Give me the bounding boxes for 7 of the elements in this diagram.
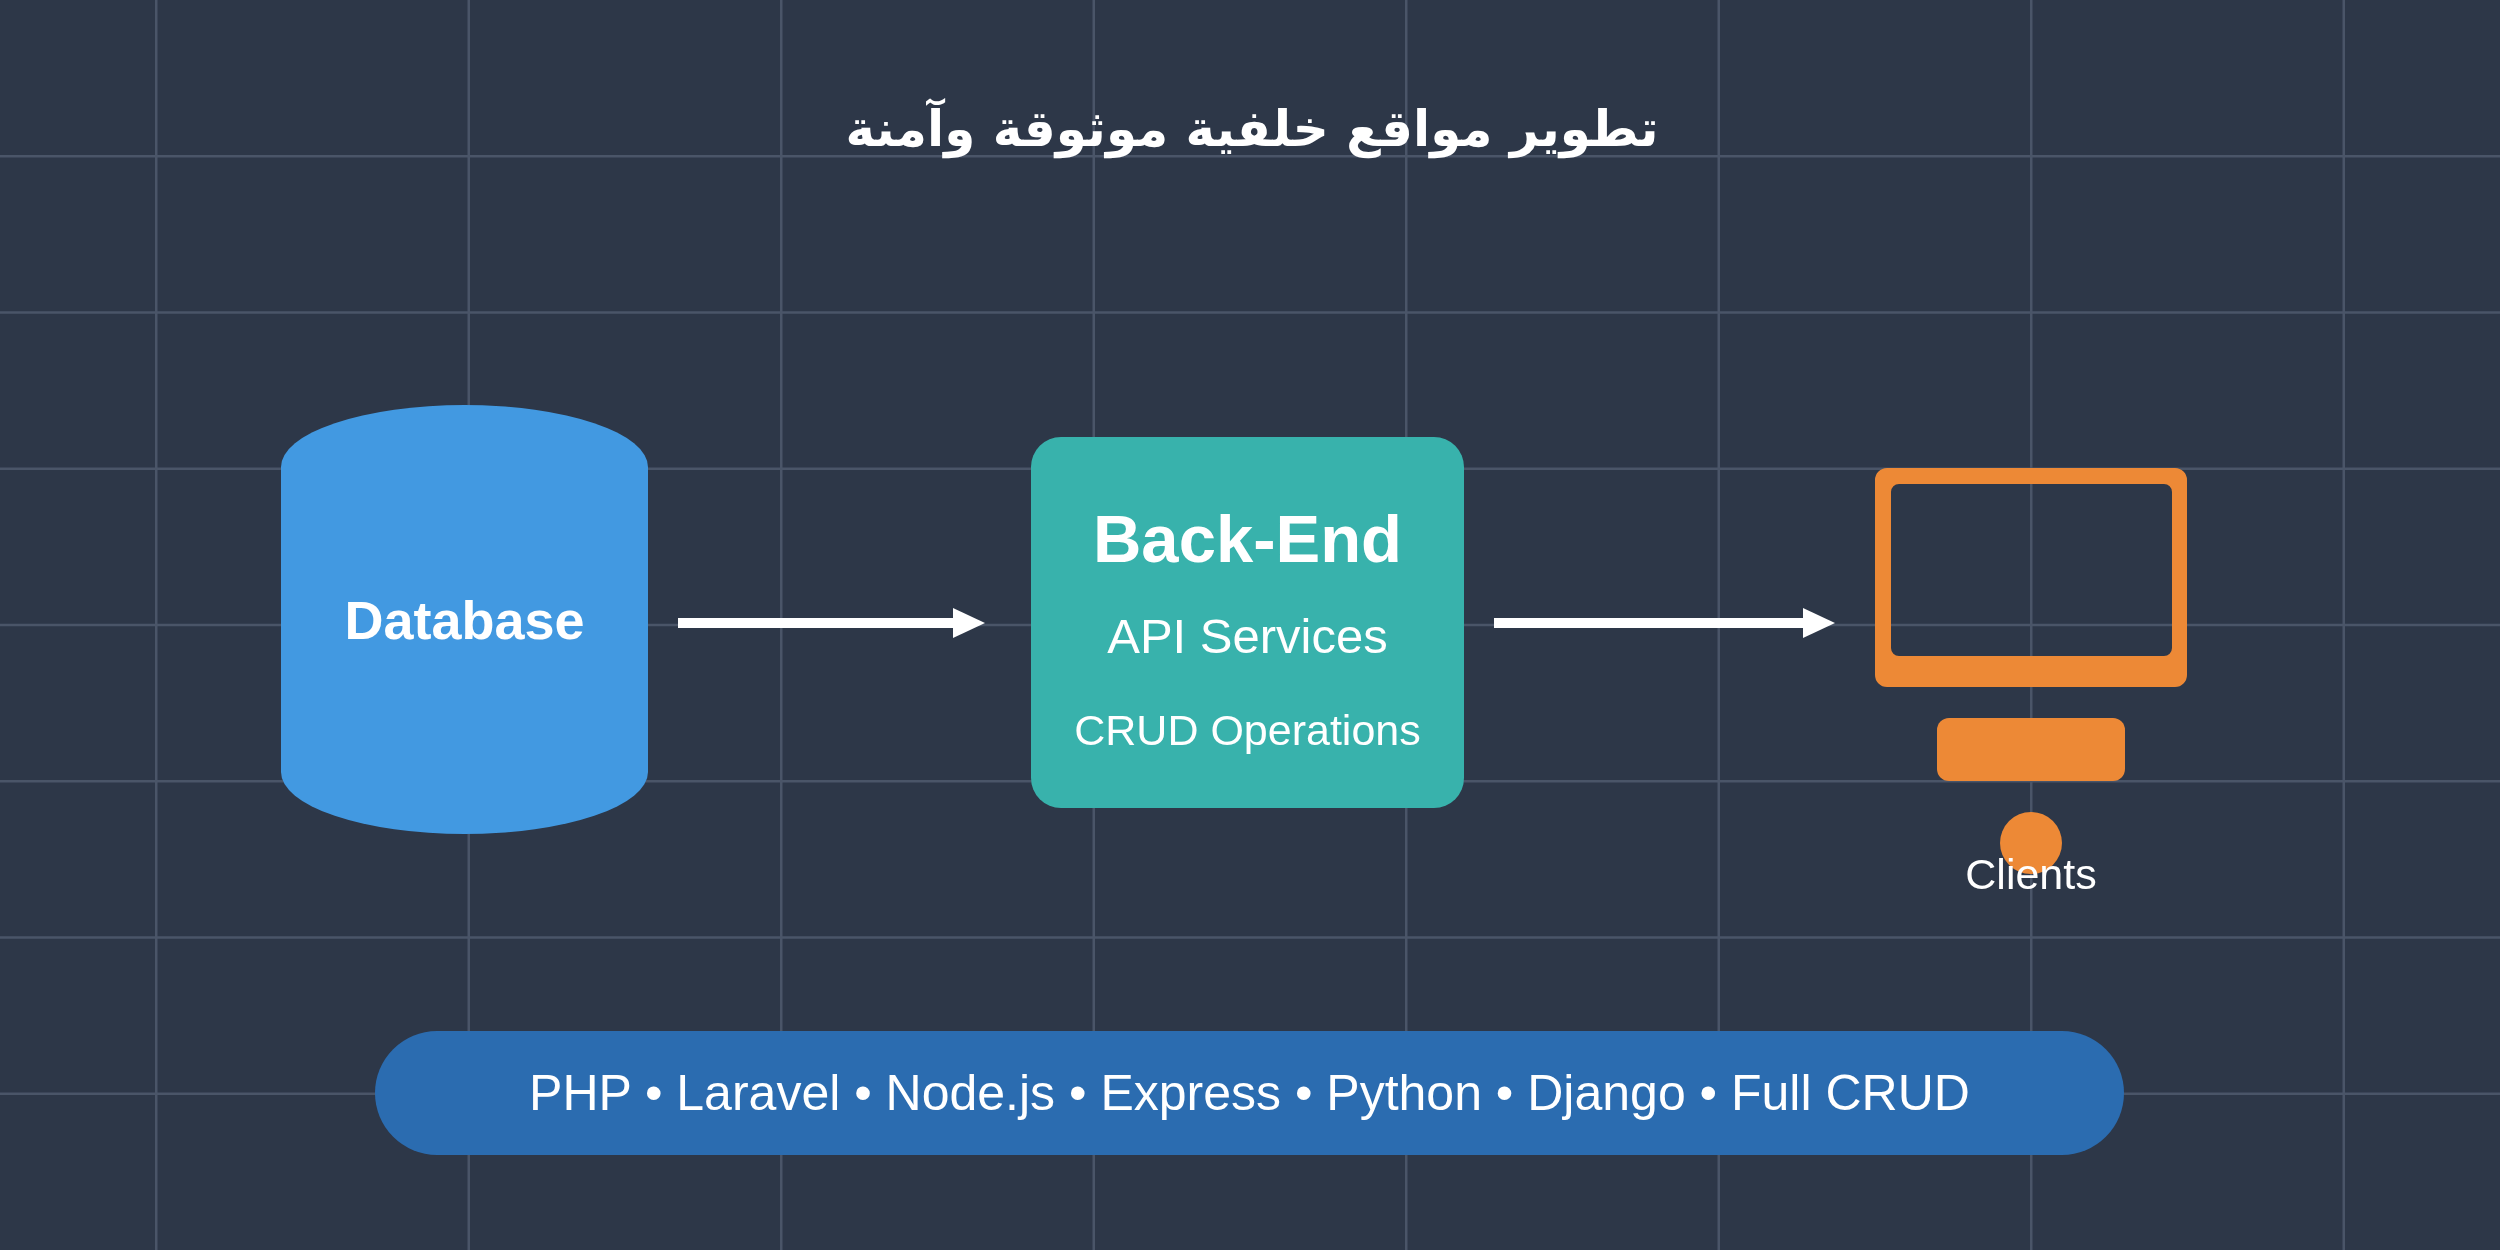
arrow <box>1494 608 1835 638</box>
database-cylinder: Database <box>281 405 648 834</box>
title: تطوير مواقع خلفية موثوقة وآمنة <box>845 97 1659 161</box>
arrow <box>678 608 985 638</box>
tech-stack-banner: PHP • Laravel • Node.js • Express • Python • Django • Full CRUD <box>375 1031 2124 1155</box>
process-box: Back-End API Services CRUD Operations <box>1031 437 1464 808</box>
node-label: Clients <box>1965 852 2097 896</box>
